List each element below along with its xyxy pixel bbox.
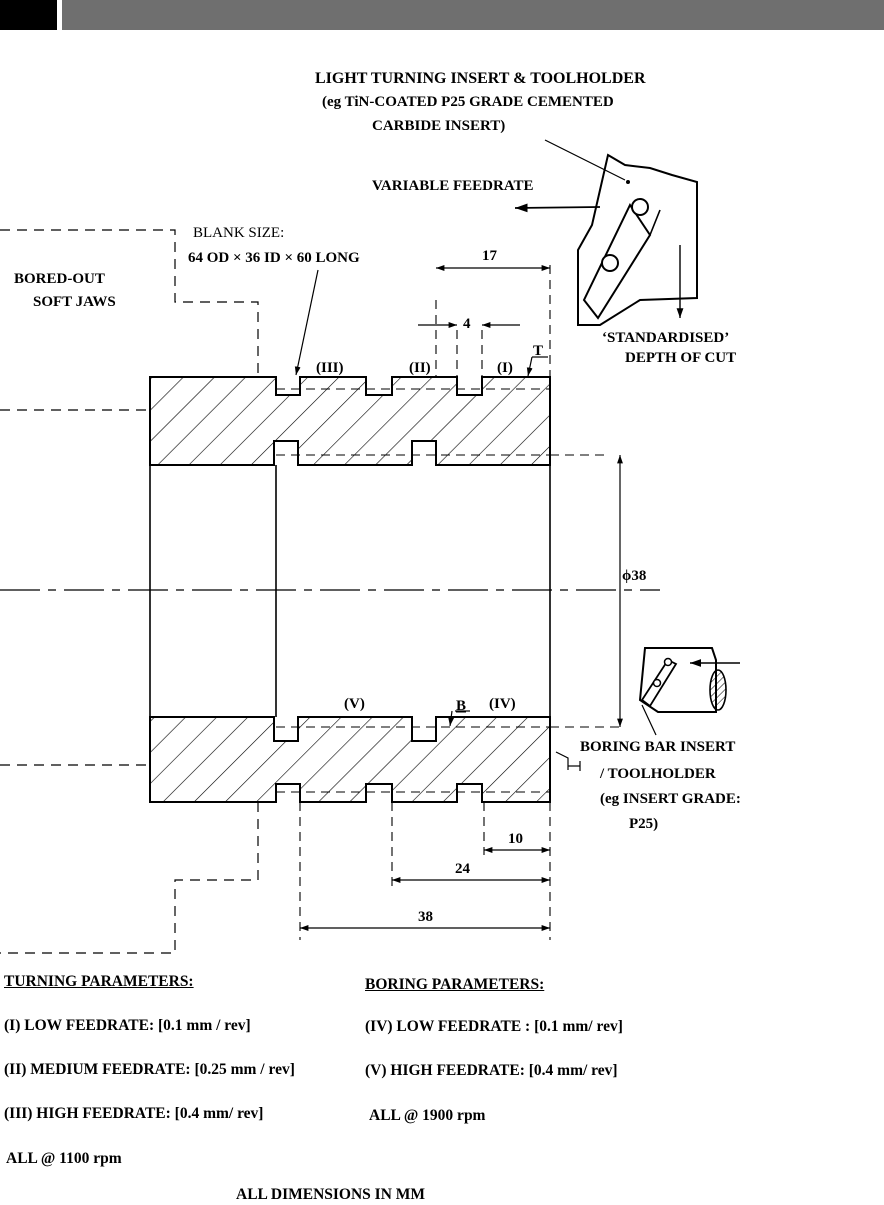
boring-param-line1: (IV) LOW FEEDRATE : [0.1 mm/ rev] — [365, 1018, 623, 1035]
turning-speed: ALL @ 1100 rpm — [6, 1150, 122, 1167]
boring-line4: P25) — [629, 816, 658, 832]
turning-heading: TURNING PARAMETERS: — [4, 973, 194, 990]
bored-out-line2: SOFT JAWS — [33, 294, 116, 310]
turning-tool-icon — [577, 153, 698, 326]
blank-size-leader — [294, 269, 319, 376]
bored-out-line1: BORED-OUT — [14, 271, 105, 287]
dimension-4: 4 — [418, 316, 520, 332]
standardised-line2: DEPTH OF CUT — [625, 350, 736, 366]
header-black-block — [0, 0, 57, 30]
boring-heading: BORING PARAMETERS: — [365, 976, 545, 993]
dimension-24: 24 — [392, 861, 550, 883]
mark-b: B — [456, 698, 466, 714]
upper-wall-section — [149, 376, 551, 466]
mark-iii-top: (III) — [316, 360, 344, 376]
variable-feedrate-label: VARIABLE FEEDRATE — [372, 178, 534, 194]
dimension-38: 38 — [300, 909, 550, 931]
dim-4-label: 4 — [463, 316, 471, 332]
header-grey-strip — [62, 0, 884, 30]
mark-t: T — [533, 343, 543, 359]
dim-38-label: 38 — [418, 909, 433, 925]
boring-bar-icon — [638, 647, 740, 713]
dimension-17: 17 — [436, 248, 550, 271]
dim-24-label: 24 — [455, 861, 471, 877]
boring-speed: ALL @ 1900 rpm — [369, 1107, 486, 1124]
soft-jaw-outline — [0, 229, 259, 954]
lower-wall-section — [149, 716, 551, 803]
tool-title-line3: CARBIDE INSERT) — [372, 118, 505, 134]
depth-of-cut-lines — [276, 265, 625, 940]
dim-phi38-label: ϕ38 — [622, 568, 646, 584]
dim-17-label: 17 — [482, 248, 498, 264]
header-bar — [0, 0, 884, 30]
tool-title-line1: LIGHT TURNING INSERT & TOOLHOLDER — [315, 70, 646, 87]
mark-v: (V) — [344, 696, 365, 712]
boring-line1: BORING BAR INSERT — [580, 739, 735, 755]
boring-leader-line — [641, 704, 657, 736]
dim-10-label: 10 — [508, 831, 523, 847]
t-marker — [526, 356, 548, 377]
boring-line2: / TOOLHOLDER — [599, 766, 716, 782]
tool-leader-line — [544, 139, 626, 181]
b-marker — [448, 710, 470, 727]
offset-marker — [555, 751, 581, 771]
mark-i-top: (I) — [497, 360, 513, 376]
blank-size-line2: 64 OD × 36 ID × 60 LONG — [188, 250, 360, 266]
dimension-10: 10 — [484, 831, 550, 853]
footer-note: ALL DIMENSIONS IN MM — [236, 1186, 426, 1203]
boring-param-line2: (V) HIGH FEEDRATE: [0.4 mm/ rev] — [365, 1062, 618, 1079]
turning-line3: (III) HIGH FEEDRATE: [0.4 mm/ rev] — [4, 1105, 264, 1122]
mark-iv: (IV) — [489, 696, 516, 712]
boring-line3: (eg INSERT GRADE: — [600, 791, 741, 807]
feed-arrow — [514, 203, 601, 213]
turning-line2: (II) MEDIUM FEEDRATE: [0.25 mm / rev] — [4, 1061, 295, 1078]
dimension-phi38: ϕ38 — [617, 455, 646, 727]
turning-line1: (I) LOW FEEDRATE: [0.1 mm / rev] — [4, 1017, 251, 1034]
standardised-line1: ‘STANDARDISED’ — [602, 330, 729, 346]
tool-title-line2: (eg TiN-COATED P25 GRADE CEMENTED — [322, 94, 614, 110]
bore-outline — [149, 465, 551, 717]
mark-ii-top: (II) — [409, 360, 431, 376]
blank-size-line1: BLANK SIZE: — [193, 225, 284, 241]
